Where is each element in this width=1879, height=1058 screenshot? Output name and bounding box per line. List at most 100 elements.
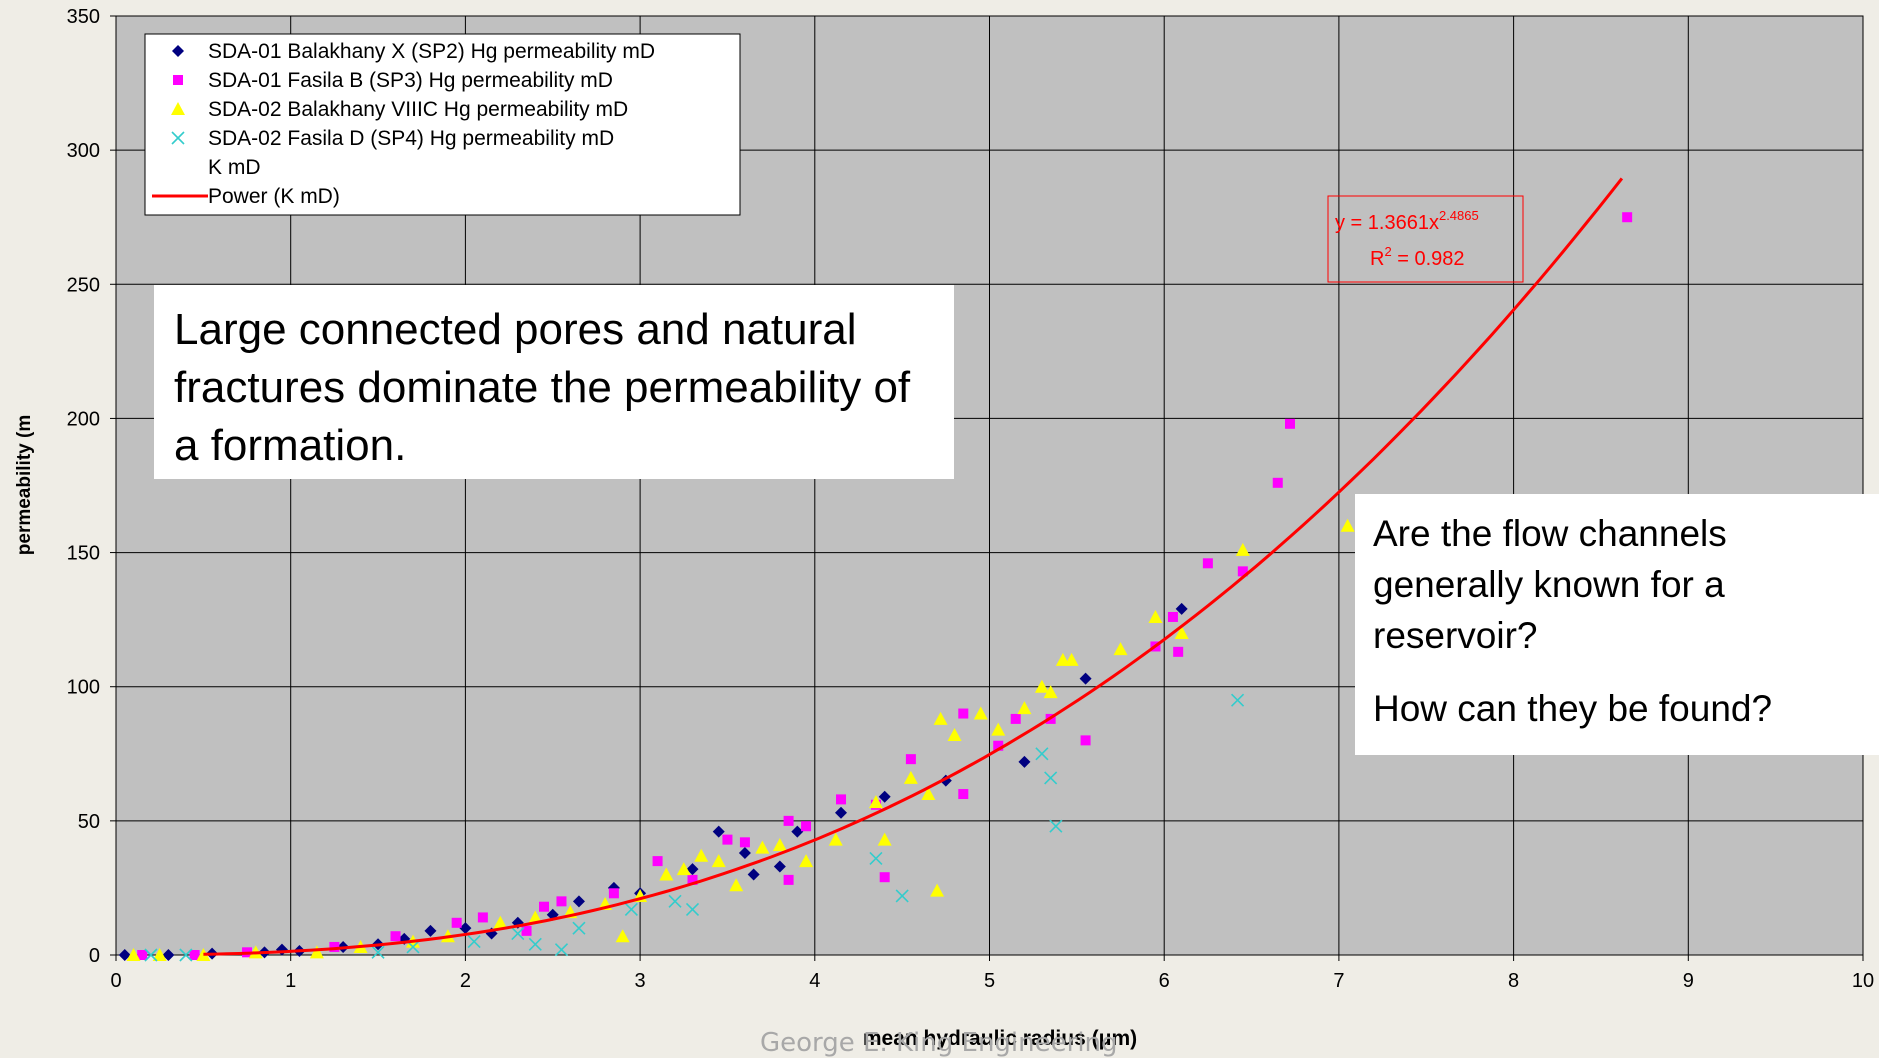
x-tick-label: 6 bbox=[1159, 970, 1170, 992]
data-point-triangle bbox=[1340, 518, 1355, 532]
x-marker-stroke bbox=[685, 902, 700, 916]
data-points bbox=[118, 212, 1633, 962]
side-question-2: How can they be found? bbox=[1373, 688, 1773, 729]
y-tick-label: 100 bbox=[67, 677, 100, 699]
grid-lines bbox=[115, 15, 1864, 956]
x-marker-stroke bbox=[572, 921, 586, 935]
data-point-square bbox=[1202, 558, 1213, 569]
x-marker-stroke bbox=[171, 131, 185, 145]
x-tick-label: 1 bbox=[285, 970, 296, 992]
data-point-x bbox=[179, 948, 193, 962]
equation-box: y = 1.3661x2.4865 R2 = 0.982 bbox=[1327, 195, 1524, 283]
callout-main: Large connected pores and natural fractu… bbox=[154, 285, 954, 479]
x-marker-stroke bbox=[467, 935, 481, 949]
data-point-square bbox=[477, 912, 488, 923]
r-squared-exponent: 2 bbox=[1384, 244, 1391, 259]
data-point-triangle bbox=[152, 948, 167, 961]
data-point-triangle bbox=[799, 854, 814, 868]
data-point-x bbox=[685, 902, 700, 916]
data-point-triangle bbox=[772, 838, 787, 852]
data-point-x bbox=[572, 921, 586, 935]
data-point-triangle bbox=[659, 867, 674, 881]
data-point-diamond bbox=[572, 895, 585, 908]
x-tick-label: 10 bbox=[1852, 970, 1874, 992]
data-point-x bbox=[144, 948, 158, 962]
y-axis-title: permeability (m bbox=[14, 415, 35, 555]
data-point-x bbox=[371, 945, 385, 959]
side-question-1: Are the flow channels generally known fo… bbox=[1373, 513, 1727, 656]
data-point-triangle bbox=[528, 910, 543, 924]
data-point-triangle bbox=[991, 722, 1006, 736]
data-point-triangle bbox=[828, 832, 843, 846]
data-point-triangle bbox=[921, 787, 936, 801]
data-point-square bbox=[958, 708, 969, 719]
equation-exponent: 2.4865 bbox=[1439, 208, 1479, 223]
data-point-triangle bbox=[1034, 679, 1049, 693]
data-point-square bbox=[1622, 212, 1633, 223]
data-point-x bbox=[1044, 771, 1058, 785]
data-point-triangle bbox=[1235, 542, 1250, 556]
x-marker-stroke bbox=[624, 902, 638, 916]
y-tick-label: 50 bbox=[78, 811, 100, 833]
data-point-square bbox=[1284, 418, 1295, 429]
data-point-square bbox=[189, 950, 200, 960]
axes bbox=[110, 15, 1864, 961]
data-point-triangle bbox=[1174, 626, 1189, 640]
data-point-x bbox=[668, 894, 682, 908]
x-axis-title: mean hydraulic radius (μm) bbox=[863, 1027, 1137, 1050]
svg-text:y = 1.3661x2.4865: y = 1.3661x2.4865 bbox=[1335, 208, 1479, 234]
data-point-triangle bbox=[868, 795, 883, 809]
data-point-square bbox=[1167, 611, 1178, 622]
x-marker-stroke bbox=[528, 937, 542, 951]
x-marker-stroke bbox=[179, 948, 193, 962]
data-point-square bbox=[783, 815, 794, 826]
legend-marker-x bbox=[171, 131, 185, 145]
x-marker-stroke bbox=[406, 940, 420, 954]
data-point-diamond bbox=[162, 949, 175, 961]
data-point-square bbox=[783, 874, 794, 885]
data-point-square bbox=[993, 740, 1004, 751]
svg-text:R2 = 0.982: R2 = 0.982 bbox=[1370, 244, 1465, 270]
legend-entry: SDA-01 Fasila B (SP3) Hg permeability mD bbox=[208, 69, 613, 92]
data-point-diamond bbox=[791, 825, 804, 838]
data-point-square bbox=[451, 917, 462, 928]
data-point-square bbox=[1080, 735, 1091, 746]
data-point-triangle bbox=[694, 848, 709, 862]
x-marker-stroke bbox=[144, 948, 158, 962]
data-point-x bbox=[624, 902, 638, 916]
equation-text: y = 1.3661x bbox=[1335, 212, 1439, 234]
r-squared-value: = 0.982 bbox=[1392, 248, 1465, 270]
legend-marker-diamond bbox=[172, 45, 184, 57]
x-marker-stroke bbox=[371, 945, 385, 959]
x-marker-stroke bbox=[1231, 693, 1245, 707]
data-point-x bbox=[869, 851, 883, 865]
data-point-square bbox=[556, 896, 567, 907]
x-marker-stroke bbox=[554, 943, 569, 957]
x-marker-stroke bbox=[511, 926, 525, 941]
data-point-triangle bbox=[615, 929, 630, 943]
legend: SDA-01 Balakhany X (SP2) Hg permeability… bbox=[144, 33, 741, 216]
footer-credit: George E. King Engineering bbox=[760, 1028, 1118, 1058]
data-point-x bbox=[554, 943, 569, 957]
data-point-triangle bbox=[309, 945, 324, 959]
x-tick-label: 3 bbox=[635, 970, 646, 992]
y-tick-label: 0 bbox=[89, 945, 100, 967]
data-point-square bbox=[801, 821, 812, 832]
data-point-triangle bbox=[903, 770, 918, 784]
data-point-square bbox=[722, 834, 733, 845]
data-point-x bbox=[895, 889, 909, 903]
data-point-triangle bbox=[126, 948, 141, 961]
data-point-square bbox=[608, 888, 619, 899]
x-marker-stroke bbox=[869, 851, 883, 865]
x-tick-label: 2 bbox=[460, 970, 471, 992]
data-point-square bbox=[739, 837, 750, 848]
data-point-triangle bbox=[1113, 642, 1128, 656]
data-point-diamond bbox=[712, 825, 725, 838]
data-point-diamond bbox=[738, 847, 751, 860]
data-point-diamond bbox=[878, 790, 891, 803]
data-point-triangle bbox=[1064, 652, 1079, 666]
data-point-triangle bbox=[755, 840, 770, 854]
